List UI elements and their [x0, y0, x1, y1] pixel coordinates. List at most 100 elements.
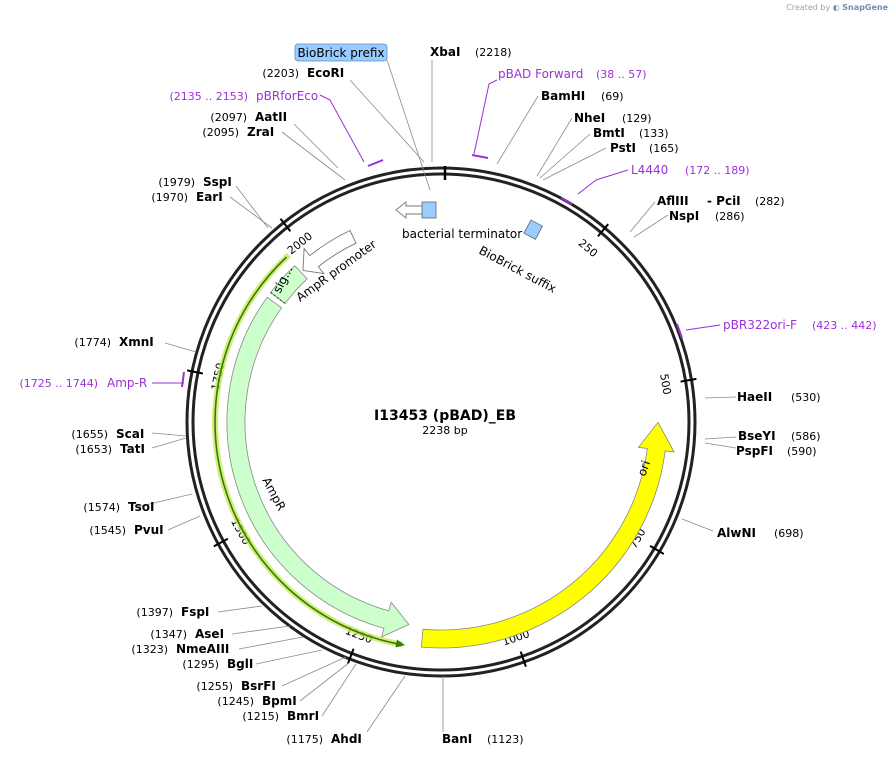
site-name: AhdI [331, 732, 362, 746]
site-position: (69) [601, 90, 624, 103]
site-name: AlwNI [717, 526, 756, 540]
tick-label: 250 [576, 237, 600, 260]
bacterial-terminator-feature[interactable] [421, 201, 437, 219]
backbone-outer-ring [185, 166, 697, 678]
site-position: (1574) [83, 501, 120, 514]
tick-mark [187, 369, 204, 375]
site-position: (1979) [158, 176, 195, 189]
primer-range: (172 .. 189) [685, 164, 750, 177]
site-position: (1123) [487, 733, 524, 746]
ori-feature-arrow[interactable] [420, 421, 675, 649]
site-name: BmtI [593, 126, 625, 140]
site-position: (1545) [89, 524, 126, 537]
snapgene-credit: Created by ◐ SnapGene [786, 3, 888, 12]
ampr-feature-arrow[interactable] [226, 296, 410, 638]
sig-peptide-feature[interactable] [270, 265, 308, 304]
site-position: (133) [639, 127, 669, 140]
site-position: (1347) [150, 628, 187, 641]
site-position: (2097) [210, 111, 247, 124]
sig-peptide-divider [270, 292, 286, 304]
primer-name: pBAD Forward [498, 67, 583, 81]
tick-mark [680, 377, 697, 383]
site-name: SspI [203, 175, 232, 189]
site-name: AflIII [657, 194, 689, 208]
biobrick-prefix-badge[interactable] [294, 43, 388, 62]
snapgene-logo-icon: ◐ [832, 3, 840, 12]
site-position: (165) [649, 142, 679, 155]
site-position: (1323) [131, 643, 168, 656]
site-position: (286) [715, 210, 745, 223]
site-name: AatII [255, 110, 287, 124]
site-name: FspI [181, 605, 209, 619]
site-position: (586) [791, 430, 821, 443]
biobrick-prefix-leader [386, 59, 431, 191]
biobrick-suffix-label: BioBrick suffix [477, 243, 559, 295]
site-name: BsrFI [241, 679, 276, 693]
site-position: (2218) [475, 46, 512, 59]
tick-mark [279, 218, 292, 232]
primer-labels: pBAD Forward (38 .. 57) L4440 (172 .. 18… [19, 67, 876, 390]
tick-label: 500 [657, 373, 673, 396]
primer-name: L4440 [631, 163, 668, 177]
ori-label: ori [635, 459, 653, 478]
site-position: (1245) [217, 695, 254, 708]
site-name: PvuI [134, 523, 164, 537]
site-name: TsoI [128, 500, 154, 514]
site-position: (282) [755, 195, 785, 208]
site-name: ZraI [247, 125, 274, 139]
site-name: NheI [574, 111, 605, 125]
site-position: (2203) [262, 67, 299, 80]
site-position: (1215) [242, 710, 279, 723]
site-position: (1397) [136, 606, 173, 619]
site-name: HaeII [737, 390, 772, 404]
biobrick-prefix-label: BioBrick prefix [297, 46, 384, 60]
tick-mark [649, 545, 665, 555]
primer-name: pBRforEco [256, 89, 318, 103]
site-name: BpmI [262, 694, 297, 708]
site-position: (1295) [182, 658, 219, 671]
site-position: (1970) [151, 191, 188, 204]
primer-range: (1725 .. 1744) [19, 377, 98, 390]
tick-mark [213, 537, 229, 548]
tick-label: 2000 [285, 230, 315, 258]
credit-prefix: Created by [786, 3, 831, 12]
primer-name: pBR322ori-F [723, 318, 797, 332]
primer-range: (423 .. 442) [812, 319, 877, 332]
site-name: BglI [227, 657, 253, 671]
primer-markers [152, 79, 721, 388]
ampr-strand-line [214, 256, 398, 645]
bacterial-terminator-label: bacterial terminator [402, 227, 522, 241]
site-name: BamHI [541, 89, 585, 103]
site-position: (1175) [286, 733, 323, 746]
primer-range: (38 .. 57) [596, 68, 647, 81]
site-position: (590) [787, 445, 817, 458]
site-position: (1653) [75, 443, 112, 456]
plasmid-name: I13453 (pBAD)_EB [374, 408, 516, 424]
tick-mark [519, 651, 527, 668]
site-name: BseYI [738, 429, 776, 443]
tick-mark [597, 223, 609, 238]
site-position: (1774) [74, 336, 111, 349]
site-alias: - PciI [707, 194, 741, 208]
site-position: (1655) [71, 428, 108, 441]
ampr-promoter-arrow[interactable] [302, 229, 357, 275]
restriction-site-labels: XbaI (2218) (2203) EcoRI (2097) AatII (2… [71, 45, 820, 746]
site-name: XbaI [430, 45, 460, 59]
site-name: XmnI [119, 335, 154, 349]
biobrick-suffix-feature[interactable] [523, 219, 544, 240]
credit-brand: SnapGene [842, 3, 888, 12]
site-name: NmeAIII [176, 642, 229, 656]
plasmid-length: 2238 bp [422, 424, 467, 437]
site-position: (698) [774, 527, 804, 540]
primer-range: (2135 .. 2153) [169, 90, 248, 103]
ampr-strand-arrowhead [395, 639, 405, 648]
site-position: (129) [622, 112, 652, 125]
site-name: BmrI [287, 709, 319, 723]
site-leader-lines [136, 60, 737, 733]
site-position: (530) [791, 391, 821, 404]
tick-mark [346, 648, 355, 665]
site-position: (1255) [196, 680, 233, 693]
site-name: TatI [120, 442, 145, 456]
site-name: EarI [196, 190, 223, 204]
